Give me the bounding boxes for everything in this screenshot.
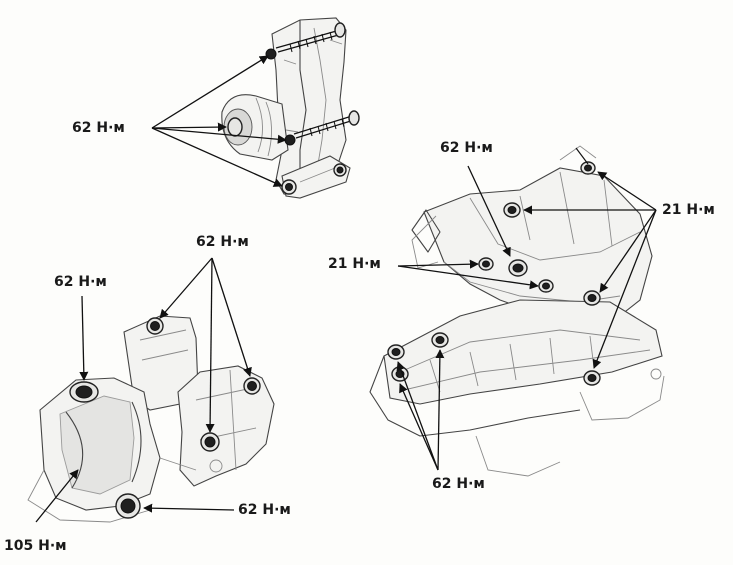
bolt-head bbox=[284, 134, 296, 146]
torque-label-top-cluster: 62 Н·м bbox=[72, 120, 125, 136]
upper-stud bbox=[275, 29, 341, 49]
torque-label-bottom-mount: 62 Н·м bbox=[238, 502, 291, 518]
upper-engine-mount-bracket bbox=[151, 17, 360, 199]
torque-label-21-right: 21 Н·м bbox=[662, 202, 715, 218]
torque-label-right-top: 62 Н·м bbox=[440, 140, 493, 156]
right-frame-and-mount bbox=[369, 145, 665, 477]
bolt-head bbox=[265, 48, 277, 60]
torque-label-bottom-left: 105 Н·м bbox=[4, 538, 67, 554]
torque-label-left-single: 62 Н·м bbox=[54, 274, 107, 290]
torque-label-right-bottom: 62 Н·м bbox=[432, 476, 485, 492]
torque-label-21-left: 21 Н·м bbox=[328, 256, 381, 272]
torque-label-mid-cluster: 62 Н·м bbox=[196, 234, 249, 250]
left-lower-engine-mount bbox=[27, 257, 275, 523]
